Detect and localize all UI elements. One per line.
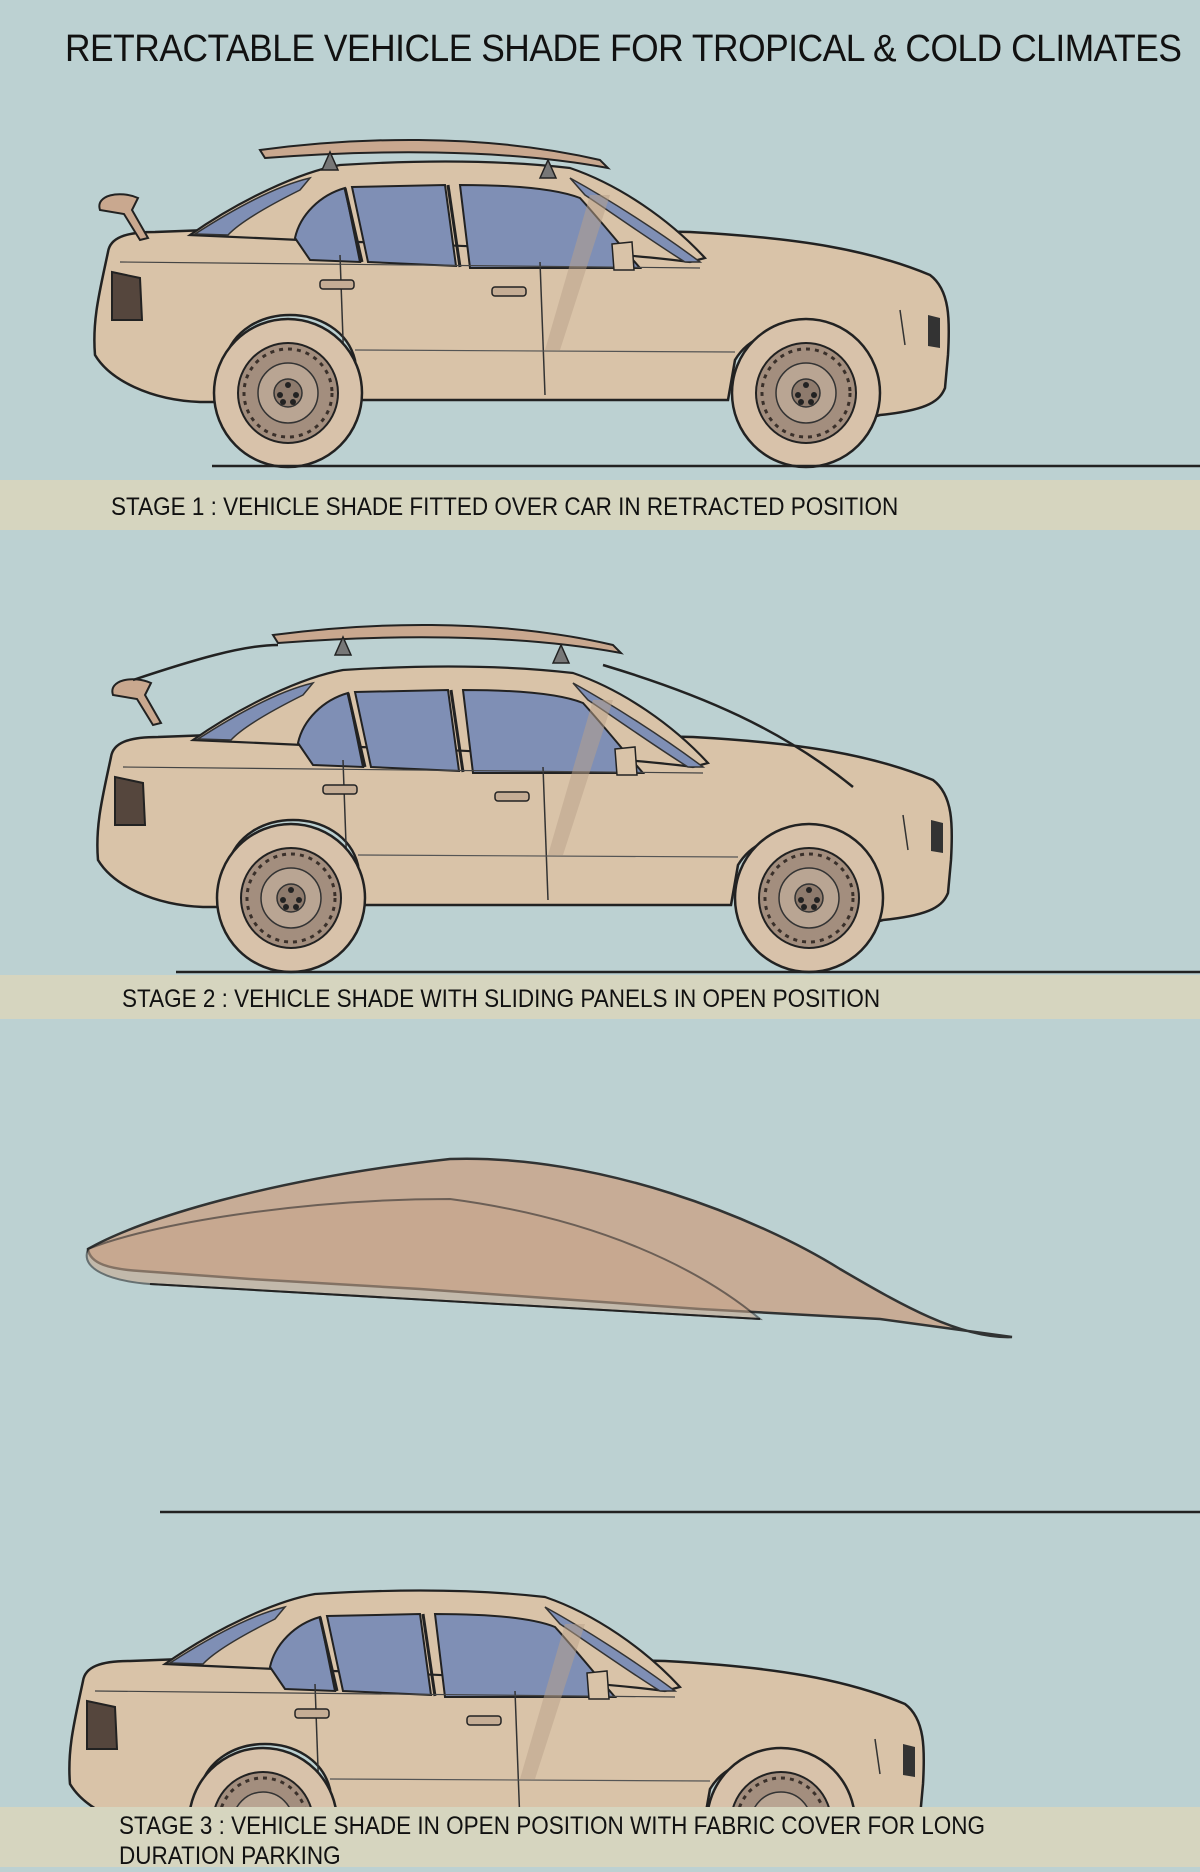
stage-2-illustration (0, 530, 1200, 975)
stage-3-illustration (0, 1019, 1200, 1807)
stage-1-caption-band: STAGE 1 : VEHICLE SHADE FITTED OVER CAR … (0, 480, 1200, 530)
stage-3-caption-line-1: STAGE 3 : VEHICLE SHADE IN OPEN POSITION… (119, 1812, 985, 1840)
stage-2-caption: STAGE 2 : VEHICLE SHADE WITH SLIDING PAN… (122, 985, 881, 1013)
stage-3-caption-band: STAGE 3 : VEHICLE SHADE IN OPEN POSITION… (0, 1807, 1200, 1870)
stage-2-caption-band: STAGE 2 : VEHICLE SHADE WITH SLIDING PAN… (0, 975, 1200, 1019)
stage-1-caption: STAGE 1 : VEHICLE SHADE FITTED OVER CAR … (111, 493, 899, 521)
page-title: RETRACTABLE VEHICLE SHADE FOR TROPICAL &… (65, 28, 1182, 70)
stage-3-caption-line-2: DURATION PARKING (119, 1842, 341, 1870)
stage-1-illustration (0, 0, 1200, 480)
